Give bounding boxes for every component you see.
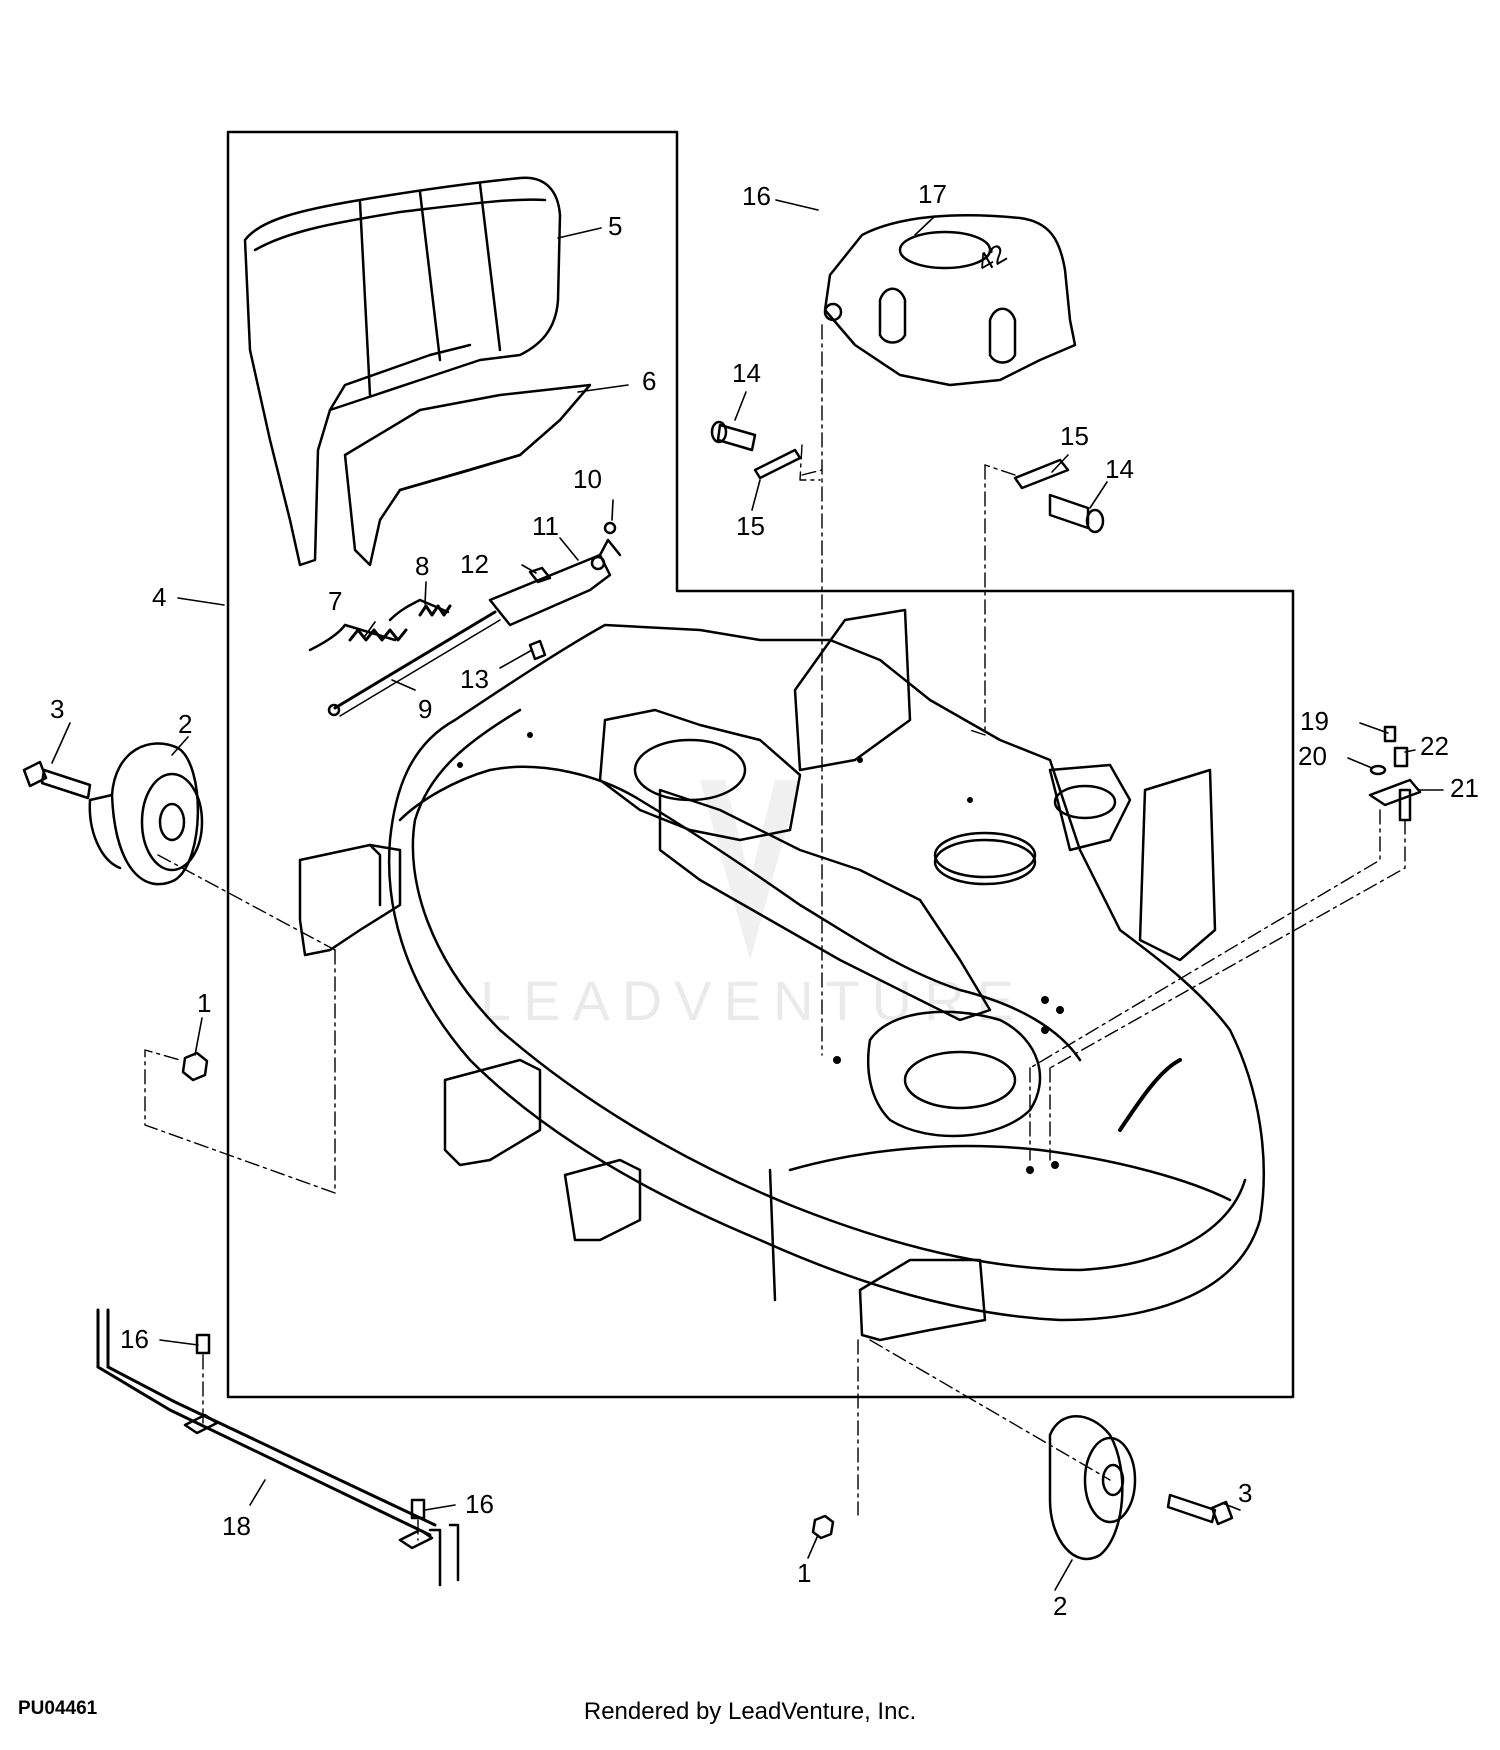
leader-lines: [51, 199, 1444, 1591]
callout-2-right: 2: [1053, 1591, 1067, 1621]
callout-14-right: 14: [1105, 454, 1134, 484]
callout-7: 7: [328, 586, 342, 616]
pulley-cover: [823, 214, 1077, 387]
mower-deck: [298, 608, 1265, 1342]
callout-8: 8: [415, 551, 429, 581]
wheel-bolt-right: [1166, 1493, 1234, 1526]
callout-2-left: 2: [178, 709, 192, 739]
callout-9: 9: [418, 694, 432, 724]
callout-1-bottom: 1: [797, 1558, 811, 1588]
callout-11: 11: [532, 511, 559, 541]
callout-16-right: 16: [465, 1489, 494, 1519]
gauge-rod: [96, 1308, 460, 1587]
wheel-bolt-left: [22, 760, 92, 800]
watermark-text: LEADVENTURE: [480, 969, 1026, 1032]
callout-labels: 3 2 4 5 6 7 8 9 10 11 12 13 14 15 15 14 …: [50, 179, 1479, 1621]
callout-13: 13: [460, 664, 489, 694]
callout-4: 4: [152, 582, 166, 612]
callout-10: 10: [573, 464, 602, 494]
watermark-logo: [700, 780, 800, 960]
assembly-lines: [144, 324, 1406, 1541]
deck-holes: [457, 732, 1064, 1174]
callout-20: 20: [1298, 741, 1327, 771]
pins-clips: [710, 420, 1105, 534]
chute-bracket: [488, 538, 622, 627]
assembly-frame: [226, 130, 1295, 1399]
deck-marking: 42: [972, 238, 1012, 278]
callout-15-right: 15: [1060, 421, 1089, 451]
idler-hardware: [1368, 725, 1422, 822]
hardware-chute: [528, 521, 617, 661]
render-credit: Rendered by LeadVenture, Inc.: [583, 1698, 917, 1725]
gauge-wheel-right: [1048, 1415, 1137, 1561]
callout-14-left: 14: [732, 358, 761, 388]
pivot-rod: [327, 610, 501, 717]
callout-22: 22: [1420, 731, 1449, 761]
callout-3-right: 3: [1238, 1478, 1252, 1508]
callout-18: 18: [222, 1511, 251, 1541]
callout-12: 12: [460, 549, 489, 579]
chute-deflector: [343, 383, 592, 567]
nuts: [181, 1051, 835, 1540]
callout-1-left: 1: [197, 988, 211, 1018]
callout-17: 17: [918, 179, 947, 209]
discharge-chute: [243, 176, 562, 567]
part-code: PU04461: [18, 1698, 98, 1719]
callout-5: 5: [608, 211, 622, 241]
callout-16-top: 16: [742, 181, 771, 211]
callout-19: 19: [1300, 706, 1329, 736]
callout-15-left: 15: [736, 511, 765, 541]
gauge-wheel-left: [88, 742, 204, 886]
callout-21: 21: [1450, 773, 1479, 803]
callout-6: 6: [642, 366, 656, 396]
callout-3-left: 3: [50, 694, 64, 724]
callout-16-left: 16: [120, 1324, 149, 1354]
